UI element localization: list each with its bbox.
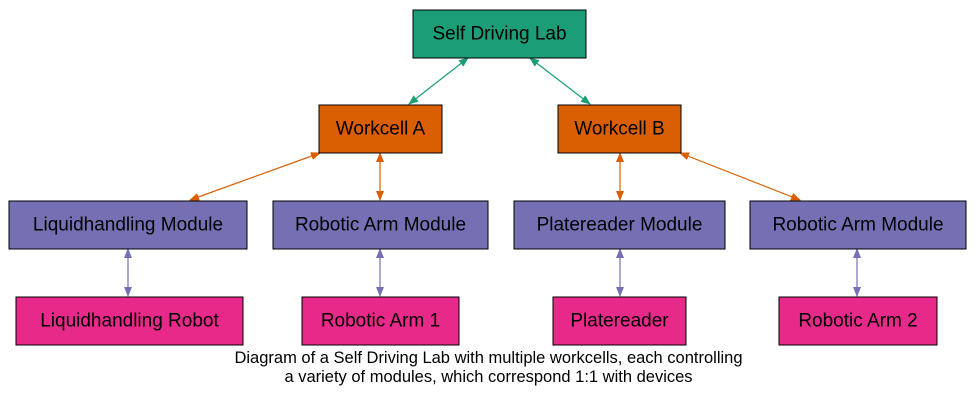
node-self-driving-lab: Self Driving Lab [412,9,587,59]
diagram-caption: Diagram of a Self Driving Lab with multi… [0,349,977,387]
caption-line-1: Diagram of a Self Driving Lab with multi… [234,349,743,367]
node-robotic-arm-2: Robotic Arm 2 [778,296,938,346]
node-label: Self Driving Lab [432,24,566,45]
node-robotic-arm-1: Robotic Arm 1 [301,296,460,346]
caption-line-2: a variety of modules, which correspond 1… [284,368,693,386]
node-robotic-arm-module-a: Robotic Arm Module [272,200,489,250]
node-label: Platereader Module [537,215,703,236]
node-label: Workcell A [336,119,426,140]
edge-workcell-a-liquidhandling-module [189,152,321,201]
node-label: Robotic Arm Module [295,215,466,236]
node-label: Platereader [570,311,669,332]
node-robotic-arm-module-b: Robotic Arm Module [749,200,967,250]
node-platereader: Platereader [552,296,687,346]
edge-lab-workcell-b [529,57,591,105]
node-label: Liquidhandling Robot [40,311,219,332]
node-liquidhandling-module: Liquidhandling Module [8,200,248,250]
nodes: Self Driving Lab Workcell A Workcell B L… [8,9,967,346]
node-liquidhandling-robot: Liquidhandling Robot [15,296,244,346]
node-label: Robotic Arm 1 [321,311,440,332]
node-label: Robotic Arm 2 [798,311,917,332]
diagram-canvas: Self Driving Lab Workcell A Workcell B L… [8,9,967,346]
node-platereader-module: Platereader Module [513,200,726,250]
node-label: Liquidhandling Module [33,215,223,236]
edges [124,57,861,297]
node-workcell-a: Workcell A [318,104,443,154]
edge-lab-workcell-a [408,57,469,105]
node-label: Workcell B [574,119,664,140]
node-label: Robotic Arm Module [772,215,943,236]
node-workcell-b: Workcell B [557,104,682,154]
edge-workcell-b-robotic-arm-module [679,152,801,201]
